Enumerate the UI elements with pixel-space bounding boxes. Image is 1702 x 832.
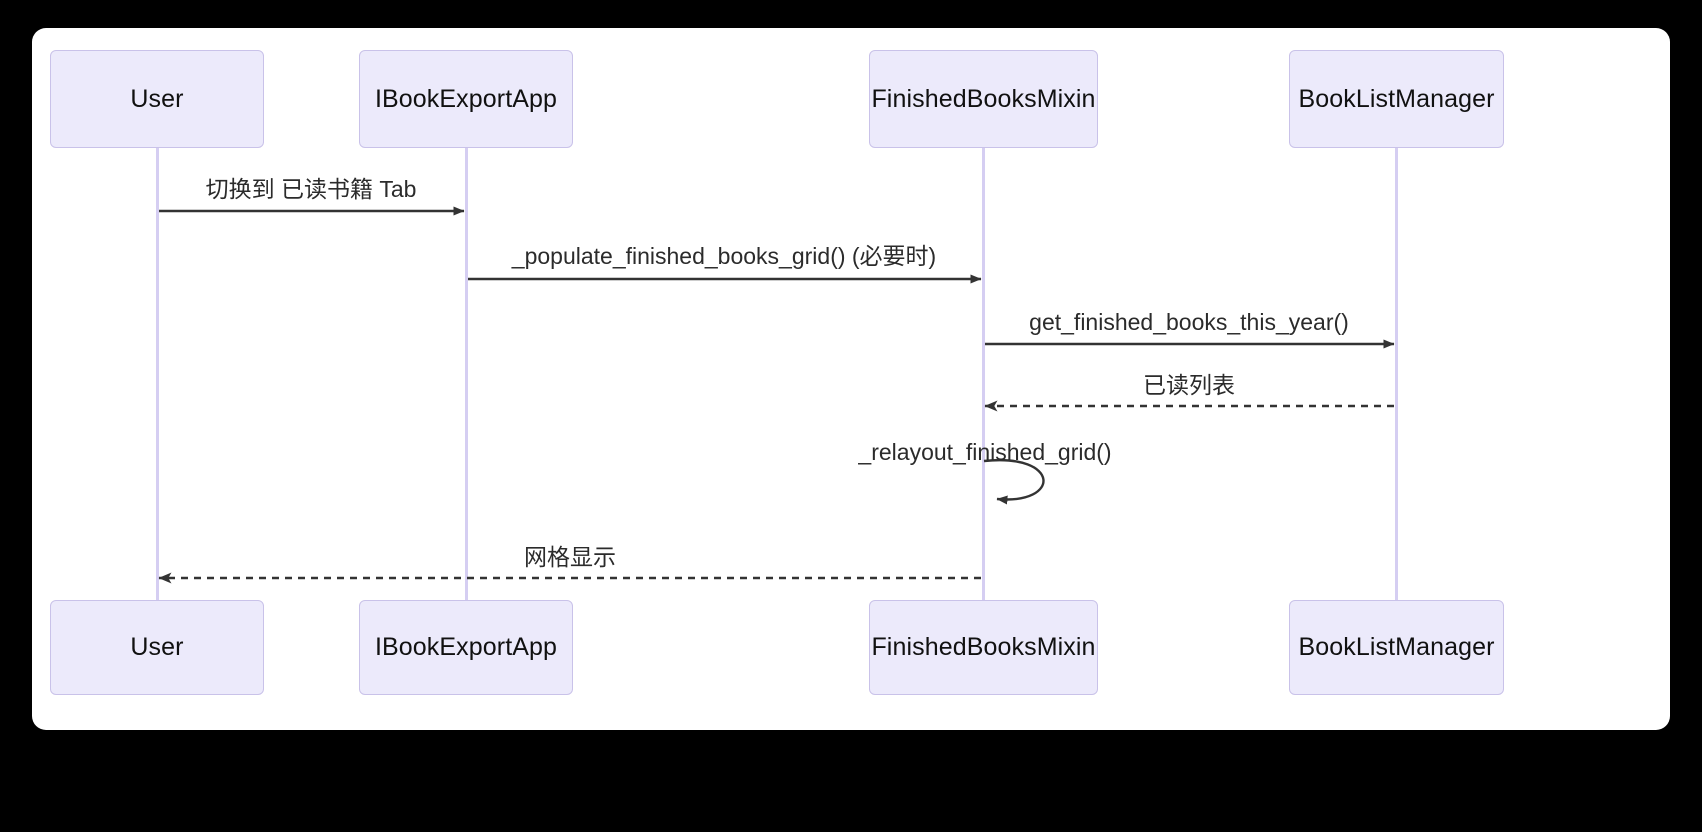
message-label-switch-tab: 切换到 已读书籍 Tab bbox=[205, 176, 417, 202]
self-message-arrow bbox=[983, 458, 1045, 505]
message-label-populate-finished-books-grid: _populate_finished_books_grid() (必要时) bbox=[511, 243, 937, 269]
message-label-grid-display-return: 网格显示 bbox=[524, 544, 616, 570]
participant-box-ibookexportapp-top[interactable]: IBookExportApp bbox=[359, 50, 573, 148]
participant-label: FinishedBooksMixin bbox=[871, 633, 1096, 661]
message-label-relayout-finished-grid: _relayout_finished_grid() bbox=[858, 439, 1112, 465]
participant-box-finishedbooksmixin-bottom[interactable]: FinishedBooksMixin bbox=[869, 600, 1098, 695]
lifeline-finishedbooksmixin bbox=[981, 148, 985, 600]
participant-label: User bbox=[130, 84, 184, 113]
participant-label: IBookExportApp bbox=[374, 84, 558, 113]
participant-box-booklistmanager-top[interactable]: BookListManager bbox=[1289, 50, 1504, 148]
participant-label: BookListManager bbox=[1298, 633, 1495, 661]
participant-box-booklistmanager-bottom[interactable]: BookListManager bbox=[1289, 600, 1504, 695]
participant-label: BookListManager bbox=[1298, 84, 1495, 113]
participant-label: User bbox=[130, 633, 184, 661]
lifeline-booklistmanager bbox=[1394, 148, 1398, 600]
lifeline-user bbox=[155, 148, 159, 600]
message-label-get-finished-books-this-year: get_finished_books_this_year() bbox=[1029, 309, 1349, 335]
participant-label: FinishedBooksMixin bbox=[871, 84, 1096, 113]
participant-label: IBookExportApp bbox=[374, 633, 558, 661]
message-label-finished-list-return: 已读列表 bbox=[1143, 372, 1235, 398]
lifeline-ibookexportapp bbox=[464, 148, 468, 600]
participant-box-finishedbooksmixin-top[interactable]: FinishedBooksMixin bbox=[869, 50, 1098, 148]
participant-box-user-bottom[interactable]: User bbox=[50, 600, 264, 695]
participant-box-user-top[interactable]: User bbox=[50, 50, 264, 148]
participant-box-ibookexportapp-bottom[interactable]: IBookExportApp bbox=[359, 600, 573, 695]
